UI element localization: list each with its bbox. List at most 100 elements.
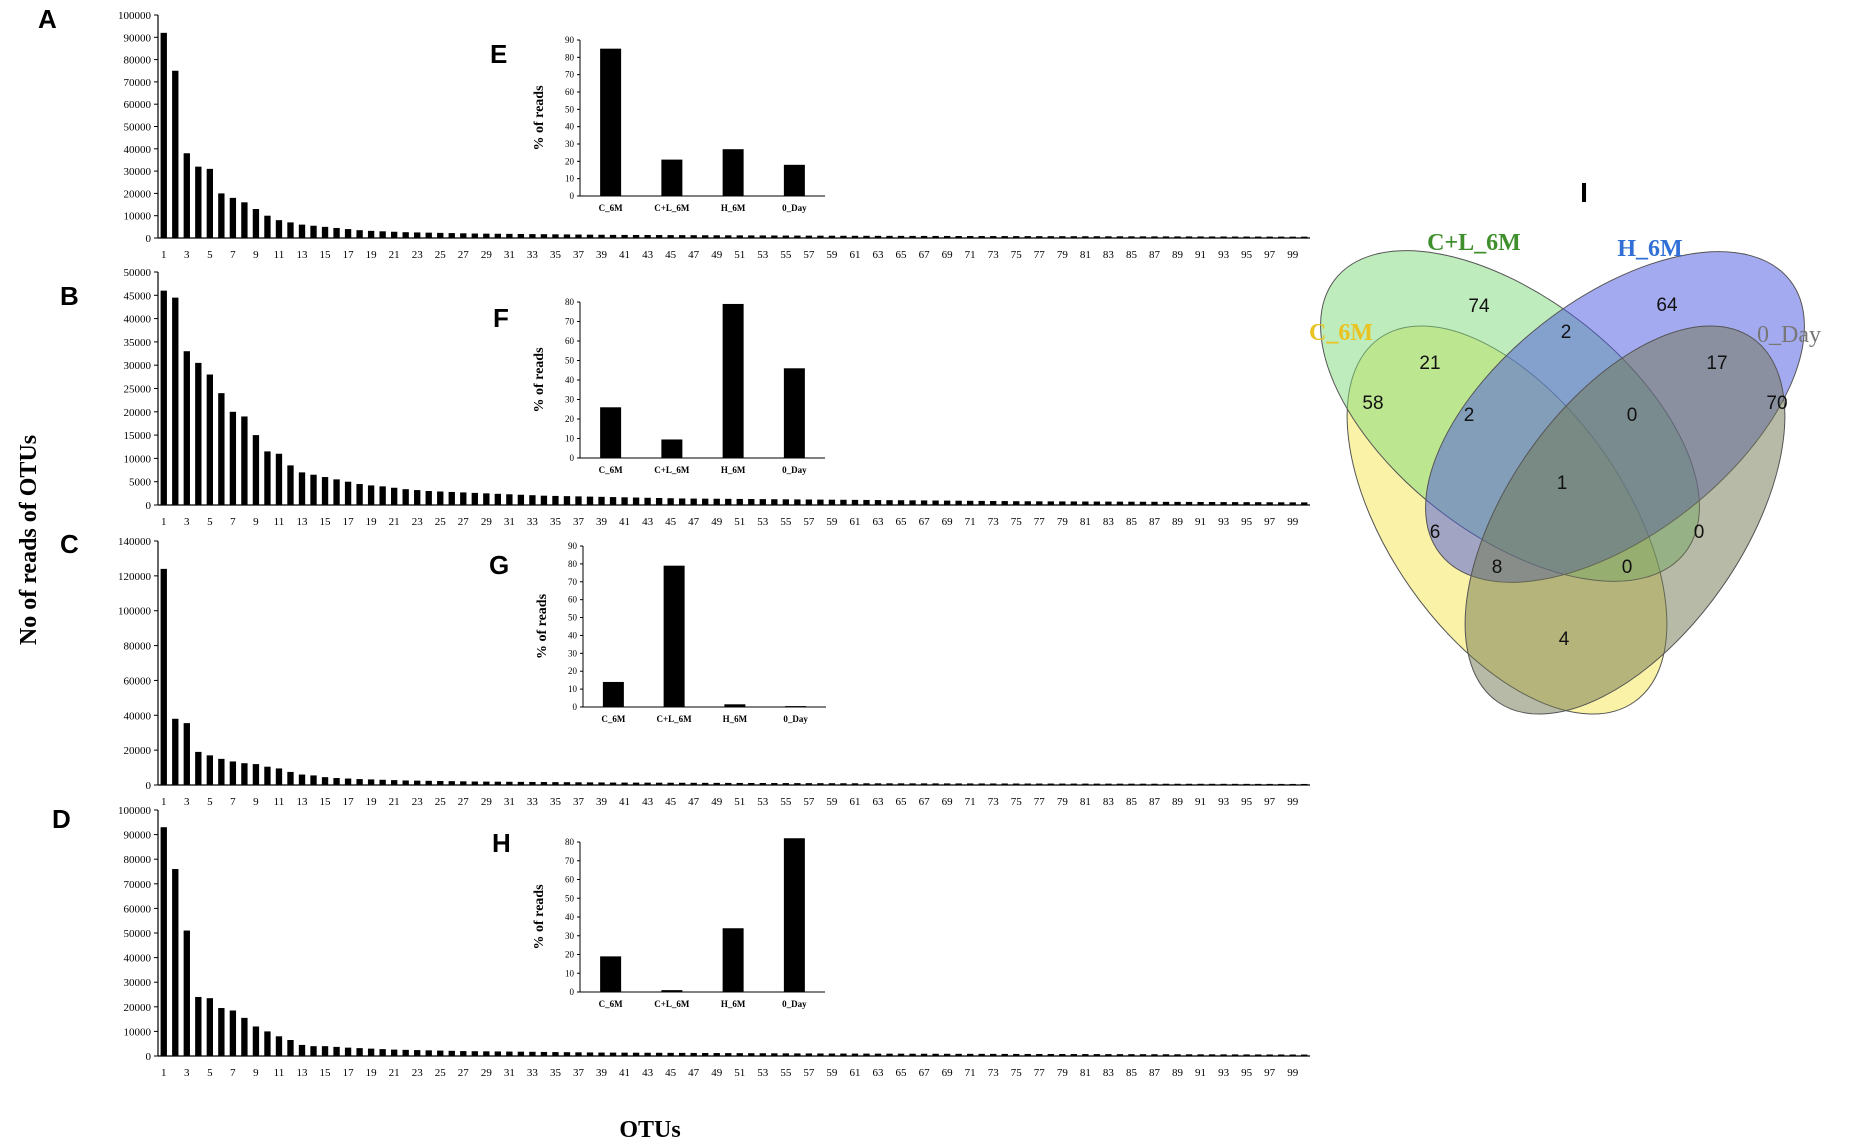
x-tick-label: 45	[665, 1067, 677, 1079]
bar	[828, 499, 836, 505]
bar	[1001, 236, 1008, 238]
x-tick-label: 73	[988, 1067, 1000, 1079]
y-tick-label: 80	[565, 52, 575, 62]
bar	[195, 362, 202, 505]
bar	[725, 235, 732, 238]
x-tick-label: 17	[343, 249, 355, 261]
panel-label-c: C	[60, 529, 79, 559]
x-tick-label: 23	[412, 1067, 424, 1079]
bar	[1070, 501, 1078, 505]
bar	[886, 783, 893, 785]
bar	[955, 500, 962, 505]
panel-label-g: G	[489, 550, 509, 580]
bar	[1208, 502, 1216, 505]
x-tick-label: 45	[665, 249, 677, 261]
x-tick-label: 47	[688, 796, 700, 808]
bar	[321, 226, 329, 238]
bar	[1070, 783, 1078, 785]
bar	[471, 781, 478, 785]
bar	[379, 231, 386, 238]
category-label: C_6M	[599, 203, 623, 213]
bar	[402, 1049, 409, 1056]
x-tick-label: 7	[230, 516, 236, 528]
bar	[367, 485, 375, 505]
bar	[1266, 502, 1273, 505]
bar	[990, 236, 997, 238]
x-tick-label: 33	[527, 249, 539, 261]
x-tick-label: 59	[826, 1067, 838, 1079]
venn-count-c-h-0: 8	[1492, 557, 1503, 578]
bar	[483, 781, 490, 785]
bar	[460, 1051, 467, 1056]
bar	[333, 227, 340, 238]
bar	[586, 234, 594, 238]
y-tick-label: 0	[146, 233, 152, 245]
panel-label-h: H	[492, 828, 511, 858]
bar	[722, 928, 744, 992]
bar	[678, 498, 686, 505]
bar	[1301, 236, 1308, 238]
bar	[425, 232, 432, 238]
bar	[506, 1051, 513, 1056]
bar	[448, 233, 455, 238]
x-tick-label: 41	[619, 1067, 630, 1079]
bar	[702, 1052, 709, 1056]
bar	[644, 782, 651, 785]
bar	[575, 234, 582, 238]
bar	[206, 755, 214, 785]
x-tick-label: 99	[1287, 1067, 1299, 1079]
bar	[160, 827, 167, 1056]
x-tick-label: 91	[1195, 1067, 1206, 1079]
bar	[1139, 1054, 1147, 1056]
bar	[298, 224, 306, 238]
y-tick-label: 20000	[124, 407, 152, 419]
x-tick-label: 17	[343, 1067, 355, 1079]
bar	[851, 783, 859, 785]
x-tick-label: 95	[1241, 796, 1253, 808]
bar	[586, 1052, 594, 1056]
bar	[1070, 236, 1078, 238]
x-tick-label: 67	[919, 516, 931, 528]
y-tick-label: 60	[568, 595, 578, 605]
bar	[264, 766, 271, 785]
y-tick-label: 60000	[124, 903, 152, 915]
bar	[783, 368, 805, 458]
x-tick-label: 97	[1264, 249, 1276, 261]
bar	[759, 499, 766, 505]
bar	[264, 451, 271, 505]
bar	[1174, 783, 1181, 785]
bar	[863, 783, 870, 785]
bar	[1116, 236, 1124, 238]
bar	[840, 499, 847, 505]
bar	[1024, 501, 1031, 505]
bar	[1059, 1054, 1066, 1056]
bar	[540, 234, 548, 238]
bar	[748, 499, 755, 505]
bar	[598, 496, 605, 505]
bar	[483, 233, 490, 238]
x-tick-label: 37	[573, 796, 585, 808]
y-tick-label: 10000	[124, 453, 152, 465]
bar	[886, 1053, 893, 1056]
x-tick-label: 85	[1126, 249, 1138, 261]
x-tick-label: 35	[550, 796, 562, 808]
y-tick-label: 70	[568, 577, 578, 587]
venn-count-c-0: 4	[1559, 629, 1570, 650]
x-tick-label: 45	[665, 796, 677, 808]
bar	[321, 477, 329, 505]
chart-d: D010000200003000040000500006000070000800…	[52, 804, 1310, 1079]
bar	[414, 232, 421, 238]
venn-count-c-cl-h: 2	[1464, 405, 1475, 426]
x-tick-label: 93	[1218, 796, 1230, 808]
category-label: 0_Day	[782, 465, 807, 475]
bar	[506, 494, 513, 505]
y-tick-label: 90000	[124, 830, 152, 842]
bar	[1082, 236, 1089, 238]
bar	[1266, 236, 1273, 238]
x-tick-label: 23	[412, 249, 424, 261]
y-tick-label: 0	[146, 1051, 152, 1063]
bar	[494, 781, 502, 785]
bar	[414, 490, 421, 505]
x-tick-label: 29	[481, 796, 493, 808]
